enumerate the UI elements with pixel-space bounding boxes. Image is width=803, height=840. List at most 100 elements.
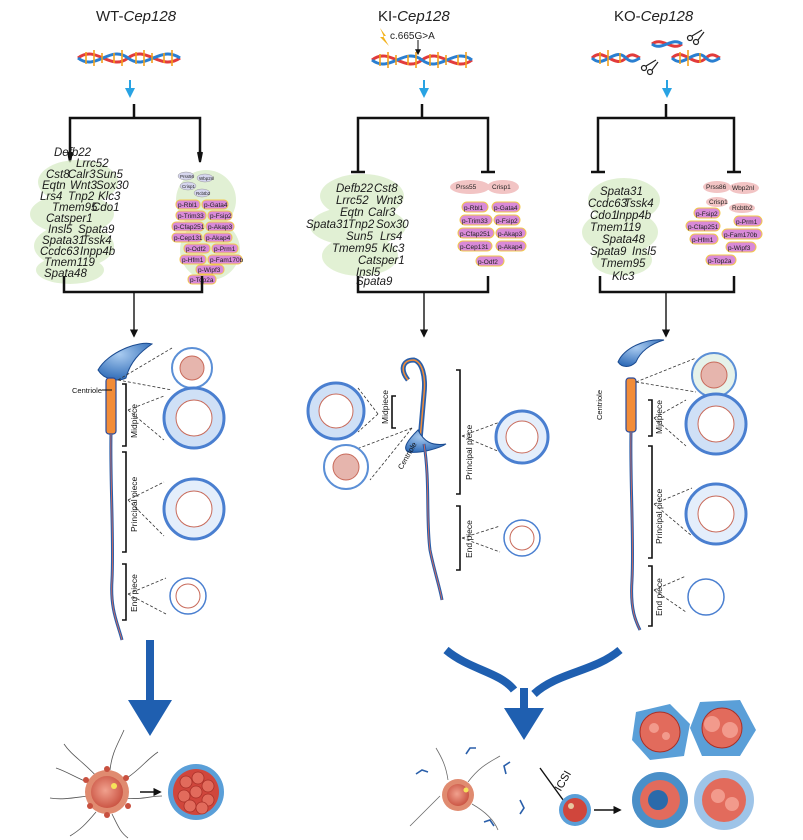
wt-protein-list: Prss56 Wbp2nl Crisp1 Rcbtb2 p-Rbl1 p-Gat… (171, 171, 244, 285)
merge-big-arrow (443, 646, 623, 712)
midpiece-label: Midpiece (129, 404, 139, 438)
protein-label: p-Cfap251 (460, 231, 491, 238)
gene-label: Ccdc63 (40, 246, 80, 258)
gene-label: Tmem119 (44, 257, 96, 269)
protein-label: p-Akap3 (208, 224, 233, 231)
gene-label: Spata31 (600, 186, 643, 198)
gene-label: Tssk4 (82, 235, 112, 247)
gene-blob-ki (310, 174, 406, 276)
gene-label: Calr3 (68, 169, 96, 181)
gene-label: Spata9 (78, 224, 115, 236)
gene-label: Wnt3 (376, 195, 403, 207)
ko-segment-brackets (648, 399, 653, 627)
gene-label: Sox30 (96, 180, 129, 192)
icsi-embryos (632, 700, 756, 830)
protein-label: p-Cfap251 (174, 224, 205, 231)
wt-oocyte-with-sperm (49, 729, 163, 839)
gene-label: Eqtn (42, 180, 66, 192)
protein-label: p-Gata4 (494, 205, 518, 212)
gene-label: Calr3 (368, 207, 396, 219)
protein-label: p-Top2a (708, 258, 732, 265)
gene-label: Cst8 (374, 183, 398, 195)
wt-dna-icon (77, 50, 181, 66)
protein-label: Crisp1 (709, 199, 728, 206)
gene-label: Spata31 (42, 235, 85, 247)
protein-label: Prss55 (456, 184, 477, 191)
gene-blob-ko (582, 178, 660, 276)
end-piece-label: End piece (464, 520, 474, 558)
gene-label: Tssk4 (624, 198, 654, 210)
protein-label: p-Fam170b (724, 232, 758, 239)
gene-label: Spata48 (602, 234, 645, 246)
gene-label: Klc3 (382, 243, 405, 255)
lightning-icon (380, 28, 389, 46)
gene-label: Insl5 (356, 267, 381, 279)
protein-label: p-Fsip2 (696, 211, 718, 218)
midpiece-label: Midpiece (654, 400, 664, 434)
converge-brackets (62, 276, 736, 338)
wt-gene-list: Defb22 Lrrc52 Cst8 Calr3 Sun5 Eqtn Wnt3 … (40, 147, 129, 280)
gene-label: Klc3 (98, 191, 121, 203)
ki-cross-sections (306, 381, 550, 557)
ko-cross-sections (684, 352, 748, 616)
protein-label: p-Trim33 (462, 218, 488, 225)
protein-label: Crisp1 (492, 184, 511, 191)
ko-gene-list: Spata31 Ccdc63 Tssk4 Cdo1 Inpp4b Tmem119… (588, 186, 657, 283)
gene-label: Inpp4b (80, 246, 116, 258)
gene-label: Cst8 (46, 169, 70, 181)
protein-label: p-Wipf3 (198, 267, 221, 274)
gene-blob-wt (30, 160, 118, 284)
protein-label: Wbp2nl (732, 185, 755, 192)
gene-label: Sox30 (376, 219, 409, 231)
ki-title: KI-Cep128 (378, 8, 450, 25)
wt-title: WT-Cep128 (96, 8, 177, 25)
gene-label: Spata9 (356, 276, 393, 288)
gene-label: Lrrc52 (336, 195, 369, 207)
gene-label: Tmem95 (52, 202, 98, 214)
gene-label: Ccdc63 (588, 198, 628, 210)
end-piece-label: End piece (654, 578, 664, 616)
gene-label: Insl5 (48, 224, 73, 236)
protein-label: p-Cep131 (174, 235, 203, 242)
gene-label: Sun5 (346, 231, 373, 243)
gene-label: Tmem95 (600, 258, 646, 270)
gene-label: Lrs4 (380, 231, 402, 243)
scissors-icon (640, 29, 705, 76)
protein-label: Crisp1 (182, 184, 196, 189)
ki-branch (351, 104, 495, 174)
icsi-label: ICSI (553, 769, 574, 794)
protein-label: p-Cep131 (460, 244, 489, 251)
protein-label: Wbp2nl (199, 176, 214, 181)
gene-label: Tmem119 (590, 222, 642, 234)
protein-label: p-Hfm1 (692, 237, 714, 244)
gene-label: Catsper1 (358, 255, 405, 267)
gene-label: Klc3 (612, 271, 635, 283)
gene-label: Sun5 (96, 169, 123, 181)
gene-label: Cdo1 (92, 202, 120, 214)
protein-label: p-Akap4 (498, 244, 523, 251)
gene-label: Defb22 (54, 147, 92, 159)
ko-title: KO-Cep128 (614, 8, 694, 25)
protein-label: Rcbtb2 (196, 191, 211, 196)
gene-label: Wnt3 (70, 180, 97, 192)
gene-label: Spata48 (44, 268, 87, 280)
gene-label: Spata31 (306, 219, 349, 231)
gene-label: Tmem95 (332, 243, 378, 255)
gene-label: Lrs4 (40, 191, 62, 203)
gene-label: Inpp4b (616, 210, 652, 222)
gene-label: Catsper1 (46, 213, 93, 225)
protein-label: Prss86 (706, 184, 727, 191)
gene-label: Tnp2 (348, 219, 375, 231)
protein-label: p-Gata4 (204, 202, 228, 209)
principal-piece-label: Principal piece (129, 476, 139, 532)
centriole-label: Centriole (595, 390, 604, 420)
protein-label: p-Rbl1 (178, 202, 198, 209)
ki-mutation-label: c.665G>A (390, 31, 435, 42)
ki-gene-list: Defb22 Cst8 Lrrc52 Wnt3 Eqtn Calr3 Spata… (306, 183, 409, 288)
protein-label: p-Prm1 (736, 219, 758, 226)
principal-piece-label: Principal piece (654, 488, 664, 544)
protein-label: p-Odf2 (478, 259, 498, 266)
ki-sperm (400, 357, 447, 601)
